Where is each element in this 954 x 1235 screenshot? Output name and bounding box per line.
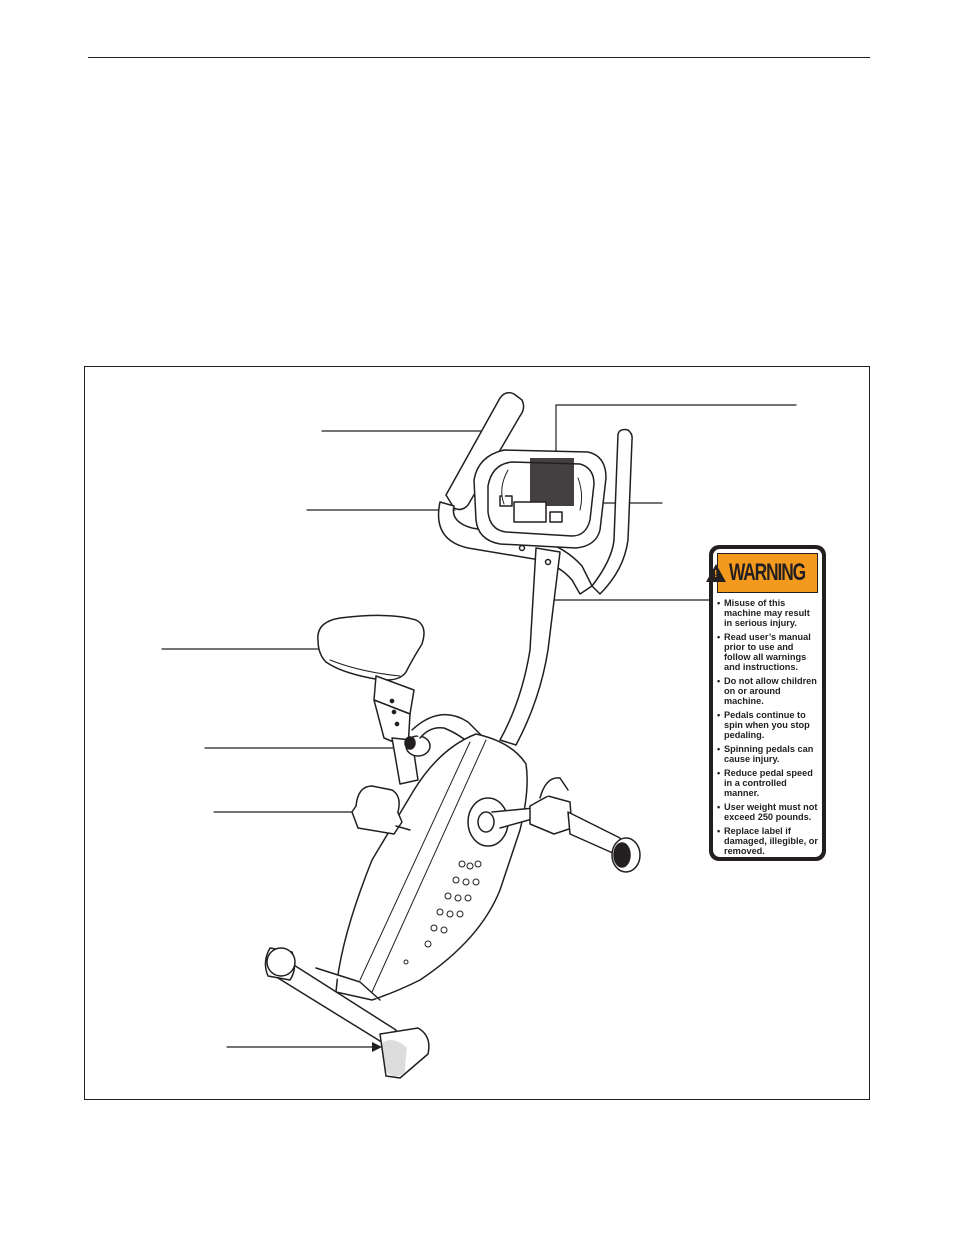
console-buttons-left	[499, 495, 513, 507]
warning-item: Read user’s manual prior to use and foll…	[717, 632, 818, 672]
warning-triangle-icon: !	[706, 564, 726, 582]
frame-vent-holes	[403, 860, 482, 965]
figure-frame	[84, 366, 870, 1100]
console-buttons-right	[549, 511, 563, 523]
warning-item: Misuse of this machine may result in ser…	[717, 598, 818, 628]
warning-title: WARNING	[729, 559, 806, 586]
warning-item: Replace label if damaged, illegible, or …	[717, 826, 818, 856]
header-rule	[88, 57, 870, 58]
handlebars	[437, 391, 633, 595]
left-pedal	[351, 785, 411, 835]
warning-item: Reduce pedal speed in a controlled manne…	[717, 768, 818, 798]
console	[473, 449, 607, 549]
callout-line-console	[555, 404, 797, 461]
warning-item: Pedals continue to spin when you stop pe…	[717, 710, 818, 740]
frame-shroud	[335, 733, 539, 1001]
warning-item: Spinning pedals can cause injury.	[717, 744, 818, 764]
warning-item: Do not allow children on or around machi…	[717, 676, 818, 706]
upright-post	[499, 544, 561, 746]
arrowhead-stabilizer	[372, 1042, 382, 1052]
warning-header: ! WARNING	[706, 553, 818, 593]
console-lcd	[513, 501, 547, 523]
warning-list: Misuse of this machine may result in ser…	[717, 598, 818, 856]
right-pedal	[529, 777, 641, 873]
warning-item: User weight must not exceed 250 pounds.	[717, 802, 818, 822]
stabilizer	[264, 947, 430, 1079]
warning-label: ! WARNING Misuse of this machine may res…	[706, 545, 826, 861]
console-display-grid	[530, 458, 574, 506]
seat	[317, 614, 425, 749]
warning-label-body: ! WARNING Misuse of this machine may res…	[706, 549, 822, 857]
